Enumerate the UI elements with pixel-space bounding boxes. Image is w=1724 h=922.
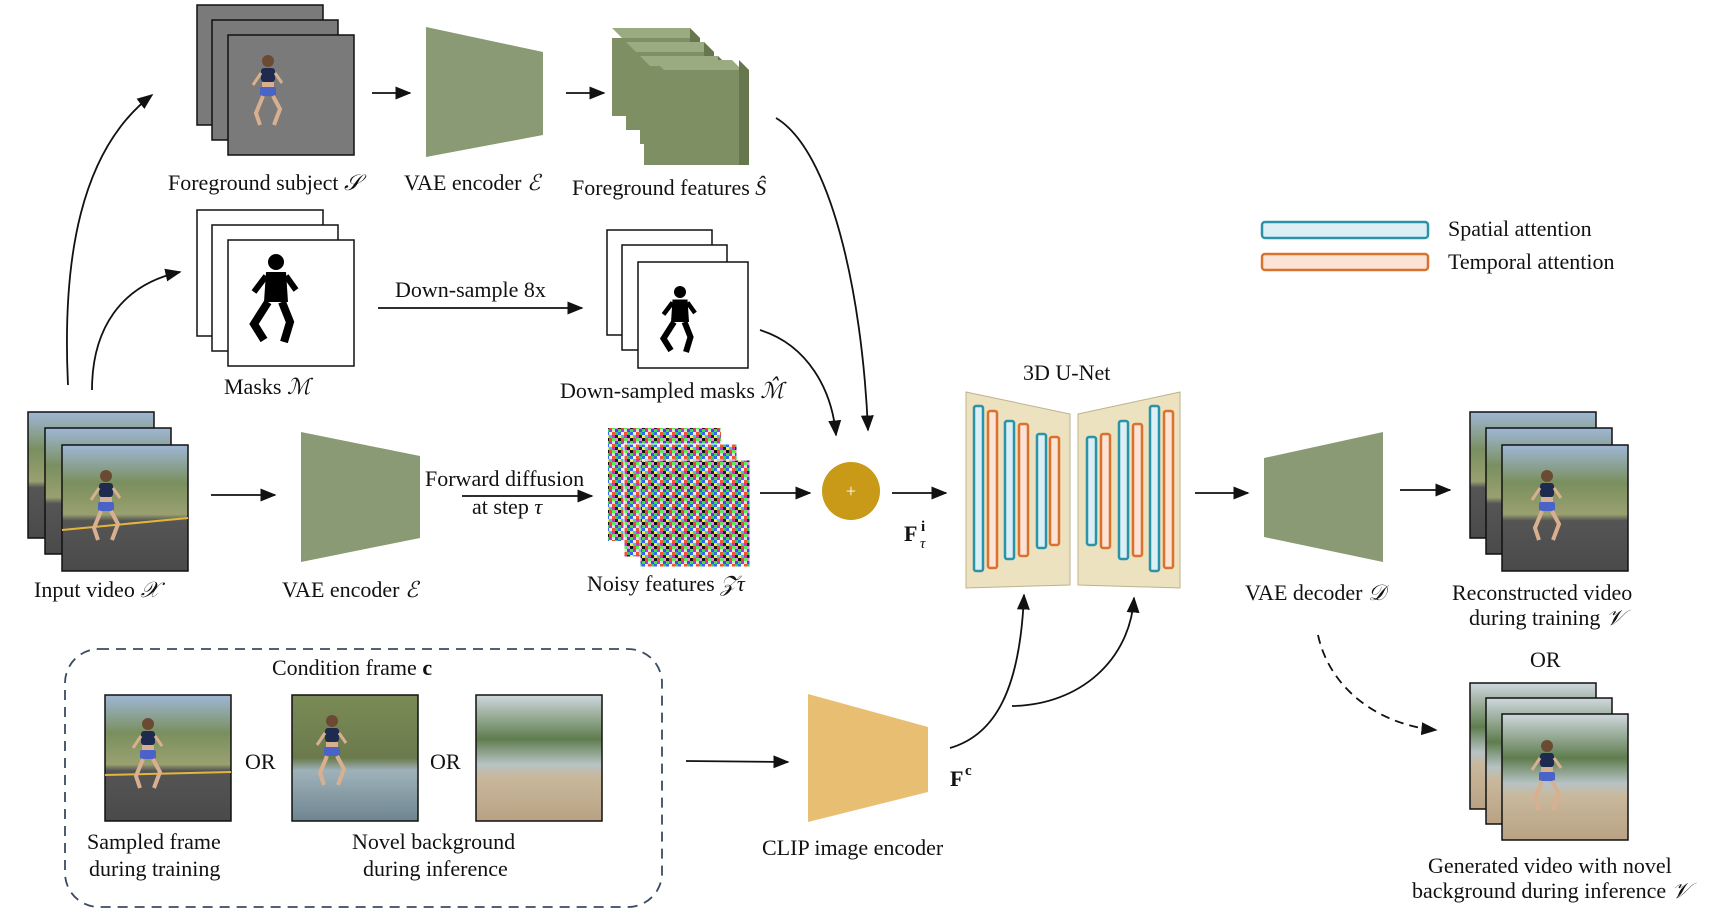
f-c-label: F	[950, 766, 963, 791]
vae-encoder-mid-shape	[301, 432, 420, 562]
unet-label: 3D U-Net	[1023, 360, 1110, 385]
legend-temporal-swatch	[1260, 252, 1430, 272]
beach-photo-icon	[475, 694, 603, 822]
reconstructed-label-1: Reconstructed video	[1452, 580, 1632, 605]
forward-diffusion-label-1: Forward diffusion	[425, 466, 584, 491]
reconstructed-video-frames	[1469, 411, 1629, 572]
arrow-condition-to-clip	[685, 755, 790, 769]
vae-encoder-top-label: VAE encoder ℰ	[404, 170, 543, 195]
unet-block	[965, 391, 1181, 589]
reconstructed-label-2: during training 𝒱	[1469, 605, 1631, 630]
down-sample-label: Down-sample 8x	[395, 277, 546, 302]
generated-label-1: Generated video with novel	[1428, 853, 1672, 878]
forward-diffusion-label-2: at step τ	[472, 494, 543, 519]
novel-water-thumb	[291, 694, 419, 822]
masks-label: Masks ℳ	[224, 374, 314, 399]
clip-encoder-shape	[808, 694, 928, 822]
or-label-2: OR	[430, 749, 461, 774]
arrow-masks-to-plus	[759, 329, 842, 437]
clip-encoder-label: CLIP image encoder	[762, 835, 944, 860]
downsampled-mask-frames	[606, 229, 749, 369]
arrow-features-to-plus	[775, 117, 874, 432]
foreground-features-blocks	[612, 28, 749, 165]
condition-frame-label: Condition frame c	[272, 655, 432, 680]
legend: Spatial attention Temporal attention	[1260, 216, 1614, 274]
sampled-frame-thumb	[104, 694, 232, 822]
foreground-subject-label: Foreground subject 𝒮	[168, 170, 367, 195]
vae-decoder-shape	[1264, 432, 1383, 562]
f-c-sup: c	[965, 763, 972, 779]
sampled-label-1: Sampled frame	[87, 829, 221, 854]
arrow-decoder-to-generated	[1317, 634, 1438, 736]
foreground-subject-frames	[196, 4, 355, 156]
sampled-label-2: during training	[89, 856, 220, 881]
f-tau-label: F	[904, 521, 917, 546]
noisy-features-frames	[608, 428, 751, 568]
mask-frames	[196, 209, 355, 367]
or-label-1: OR	[245, 749, 276, 774]
vae-decoder-label: VAE decoder 𝒟	[1245, 580, 1390, 605]
plus-icon: +	[846, 481, 856, 501]
input-video-label: Input video 𝒳	[34, 577, 165, 602]
vae-encoder-top-shape	[426, 27, 543, 157]
arrow-input-to-masks	[91, 268, 182, 391]
condition-frame-box	[64, 648, 663, 908]
input-video-frames	[27, 411, 189, 572]
legend-spatial-label: Spatial attention	[1448, 216, 1592, 241]
concat-node	[822, 462, 880, 520]
generated-label-2: background during inference 𝒱	[1412, 878, 1697, 903]
or-right-label: OR	[1530, 647, 1561, 672]
legend-spatial-swatch	[1260, 220, 1430, 240]
novel-label-1: Novel background	[352, 829, 515, 854]
noisy-features-label: Noisy features 𝒵τ	[587, 571, 746, 596]
f-tau-sub: τ	[920, 536, 926, 552]
arrow-input-to-subject	[66, 94, 154, 386]
f-tau-sup: i	[921, 519, 925, 535]
legend-temporal-label: Temporal attention	[1448, 249, 1614, 274]
vae-encoder-mid-label: VAE encoder ℰ	[282, 577, 421, 602]
arrow-clip-to-unet-right	[1011, 596, 1140, 707]
novel-label-2: during inference	[363, 856, 508, 881]
generated-video-frames	[1469, 682, 1629, 841]
down-sampled-masks-label: Down-sampled masks ℳ̂	[560, 376, 787, 403]
foreground-features-label: Foreground features Ŝ	[572, 175, 766, 200]
arrow-clip-to-unet-left	[949, 593, 1030, 749]
